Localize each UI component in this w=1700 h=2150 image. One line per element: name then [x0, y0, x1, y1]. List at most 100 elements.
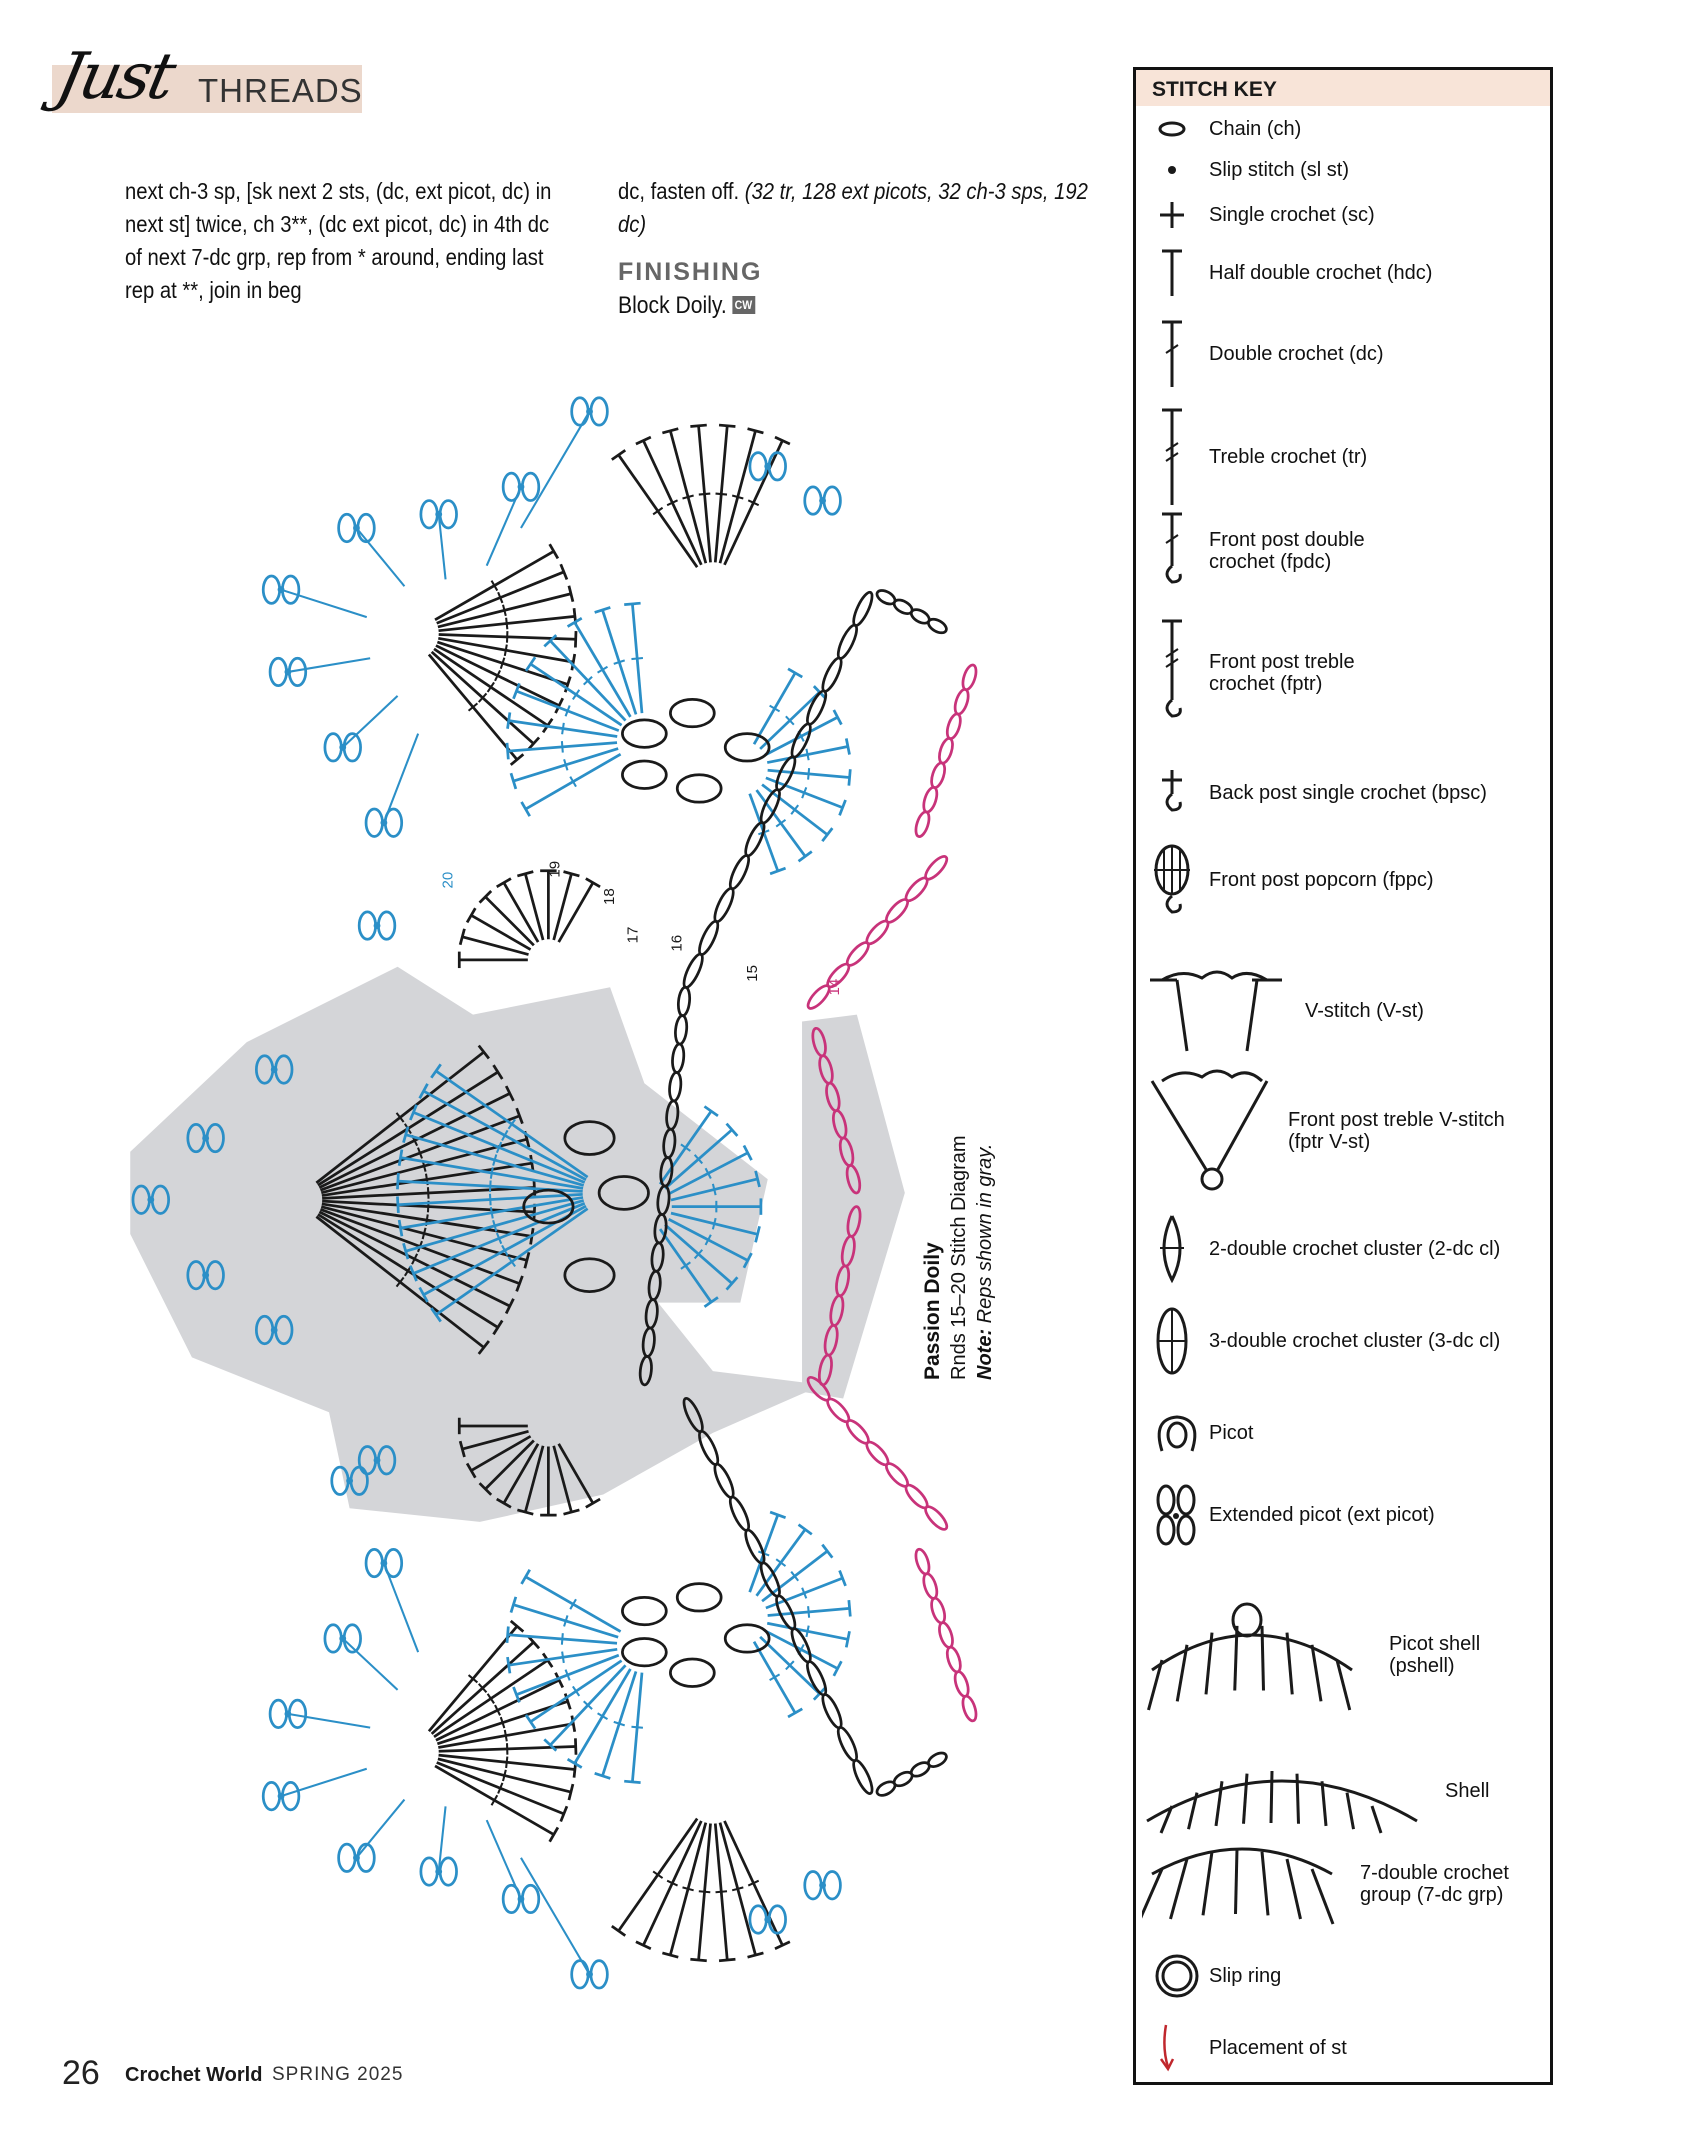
stitch-mark [703, 1296, 719, 1308]
ext-picot [819, 497, 827, 504]
chain-stitch [930, 761, 947, 789]
ext-picot [570, 396, 590, 427]
stitch-mark [594, 1772, 611, 1780]
stitch-key-title: STITCH KEY [1136, 70, 1550, 106]
cluster-stitch [675, 1582, 723, 1613]
stitch-mark [718, 1957, 736, 1963]
stitch-key-label: 3-double crochet cluster (3-dc cl) [1209, 1330, 1501, 1352]
ext-picot [356, 1842, 376, 1873]
stitch-mark [775, 818, 787, 828]
stitch-mark [585, 877, 601, 888]
placement-arrow-icon [1159, 2024, 1175, 2072]
chain-stitch [713, 1462, 735, 1499]
stitch-mark [790, 804, 800, 815]
stitch-mark [470, 914, 532, 951]
stitch-mark [499, 1716, 506, 1729]
stitch-mark [563, 676, 572, 693]
stitch-mark [807, 768, 811, 780]
issue-date: SPRING 2025 [272, 2064, 404, 2085]
stitch-key-label: Front post popcorn (fppc) [1209, 869, 1434, 891]
stitch-mark [489, 1206, 494, 1219]
stitch-mark [807, 1606, 811, 1618]
instructions-column-2: dc, fasten off. (32 tr, 128 ext picots, … [618, 175, 1093, 241]
stitch-mark [461, 935, 529, 956]
stitch-mark [801, 787, 808, 799]
stitch-mark [711, 1183, 717, 1196]
stitch-mark [680, 1143, 691, 1152]
shell-icon [1146, 1770, 1418, 1834]
stitch-mark [495, 1141, 503, 1154]
stitch-mark [520, 1568, 531, 1585]
chain-stitch [668, 1071, 683, 1103]
stitch-mark [711, 1217, 717, 1230]
stitch-mark [838, 799, 847, 816]
stitch-mark [490, 1794, 499, 1806]
stitch-mark [787, 1707, 803, 1719]
stitch-key-label: Picot shell (pshell) [1389, 1633, 1481, 1677]
stitch-mark [731, 1886, 744, 1892]
ext-picot [419, 1856, 439, 1887]
finishing-heading: FINISHING [618, 258, 763, 286]
stitch-mark [572, 1685, 581, 1697]
stitch-key-label: Half double crochet (hdc) [1209, 262, 1433, 284]
stitch-mark [785, 715, 795, 726]
stitch-count: (32 tr, 128 ext picots, 32 ch-3 sps, 192… [618, 178, 1088, 237]
v-stitch-icon [1150, 970, 1282, 1052]
stitch-key-label: Front post treble crochet (fptr) [1209, 651, 1355, 695]
stitch-mark [564, 1669, 571, 1681]
ext-picot [364, 807, 384, 838]
stitch-mark [520, 801, 531, 817]
stitch-mark [557, 1443, 595, 1504]
stitch-mark [524, 656, 537, 672]
ext-picot [323, 732, 343, 763]
stitch-mark [527, 1635, 541, 1650]
chain-stitch [914, 810, 931, 838]
stitch-mark [559, 563, 569, 581]
stitch-mark [832, 709, 843, 726]
ext-picot [570, 1959, 590, 1990]
stitch-mark [560, 741, 564, 753]
stitch-mark [838, 1569, 847, 1587]
round-label: 15 [744, 965, 761, 982]
t-one-bar-icon [1162, 320, 1182, 387]
cluster-stitch [669, 697, 716, 729]
stitch-mark [754, 1225, 761, 1243]
round-label: 16 [668, 935, 685, 952]
stitch-mark [458, 928, 466, 946]
ext-picot [357, 910, 378, 941]
stitch-mark [505, 1756, 509, 1769]
ext-picot [520, 1883, 541, 1915]
stitch-mark [417, 1147, 423, 1159]
chain-stitch [728, 854, 751, 891]
stitch-mark [785, 1660, 795, 1671]
chain-stitch [945, 1645, 962, 1674]
bpsc-icon [1162, 770, 1182, 812]
stitch-mark [566, 617, 583, 628]
ext-picot [346, 1477, 354, 1485]
stitch-mark [552, 1445, 573, 1513]
stitch-mark [509, 753, 525, 766]
ext-picot [281, 1781, 301, 1812]
stitch-mark [488, 1180, 492, 1193]
stitch-key-label: Treble crochet (tr) [1209, 446, 1368, 468]
stitch-mark [523, 1445, 545, 1513]
stitch-mark [574, 631, 578, 648]
stitch-mark [496, 1497, 512, 1509]
stitch-mark [470, 1435, 532, 1472]
stitch-mark [502, 604, 507, 617]
cluster-stitch [621, 718, 668, 749]
stitch-mark [395, 1276, 405, 1288]
chain-stitch [821, 656, 843, 693]
page-number: 26 [62, 2054, 100, 2092]
stitch-mark [520, 1857, 591, 1975]
chain-stitch [682, 952, 704, 989]
chain-stitch [961, 663, 978, 692]
stitch-mark [515, 1107, 524, 1125]
stitch-key-label: Shell [1445, 1780, 1490, 1802]
stitch-mark [747, 499, 760, 507]
stitch-mark [805, 1625, 810, 1638]
chain-stitch [821, 1693, 843, 1730]
end-mark-icon: CW [732, 296, 755, 314]
